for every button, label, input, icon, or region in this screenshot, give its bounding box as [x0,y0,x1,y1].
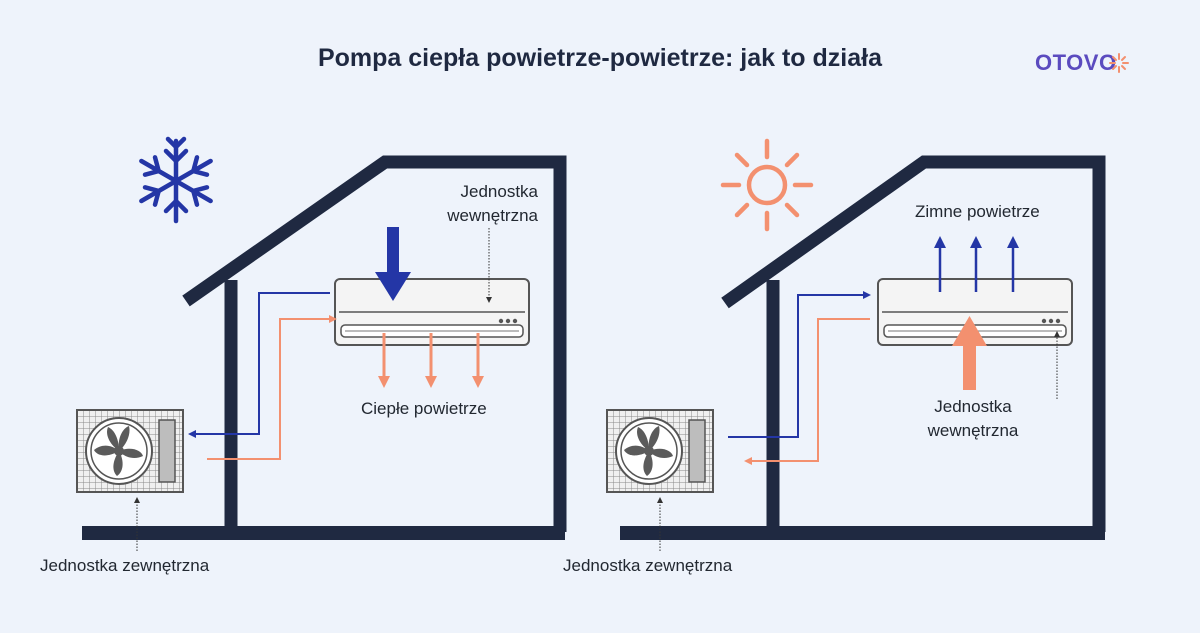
page-title: Pompa ciepła powietrze-powietrze: jak to… [317,44,882,72]
snowflake-icon [139,136,213,224]
sun-icon [720,138,814,232]
right-indoor-label-line2: wewnętrzna [927,421,1019,440]
left-house [82,155,567,540]
left-cold-arrow [375,227,411,301]
right-leader-lines [657,331,1060,551]
otovo-logo: OTOVO [1035,50,1129,76]
right-warm-arrow [952,316,987,390]
right-refrigerant-lines [728,291,871,465]
left-airflow-label: Ciepłe powietrze [361,399,487,418]
right-indoor-label-line1: Jednostka [934,397,1012,416]
right-indoor-label: Jednostka wewnętrzna [900,395,1046,443]
left-indoor-label-line2: wewnętrzna [447,206,538,225]
left-refrigerant-lines [188,292,337,460]
right-cold-air-arrows [934,236,1019,292]
left-outdoor-label: Jednostka zewnętrzna [40,556,210,575]
logo-sun-icon [1109,53,1129,73]
left-indoor-label: Jednostka wewnętrzna [400,180,538,228]
left-warm-air-arrows [378,333,484,388]
left-indoor-label-line1: Jednostka [460,182,539,201]
right-airflow-label: Zimne powietrze [915,202,1040,221]
right-outdoor-unit [606,409,714,493]
left-leader-lines [134,228,492,551]
right-house [620,155,1106,540]
logo-text: OTOVO [1035,50,1117,75]
left-outdoor-unit [76,409,184,493]
right-outdoor-label: Jednostka zewnętrzna [563,556,733,575]
